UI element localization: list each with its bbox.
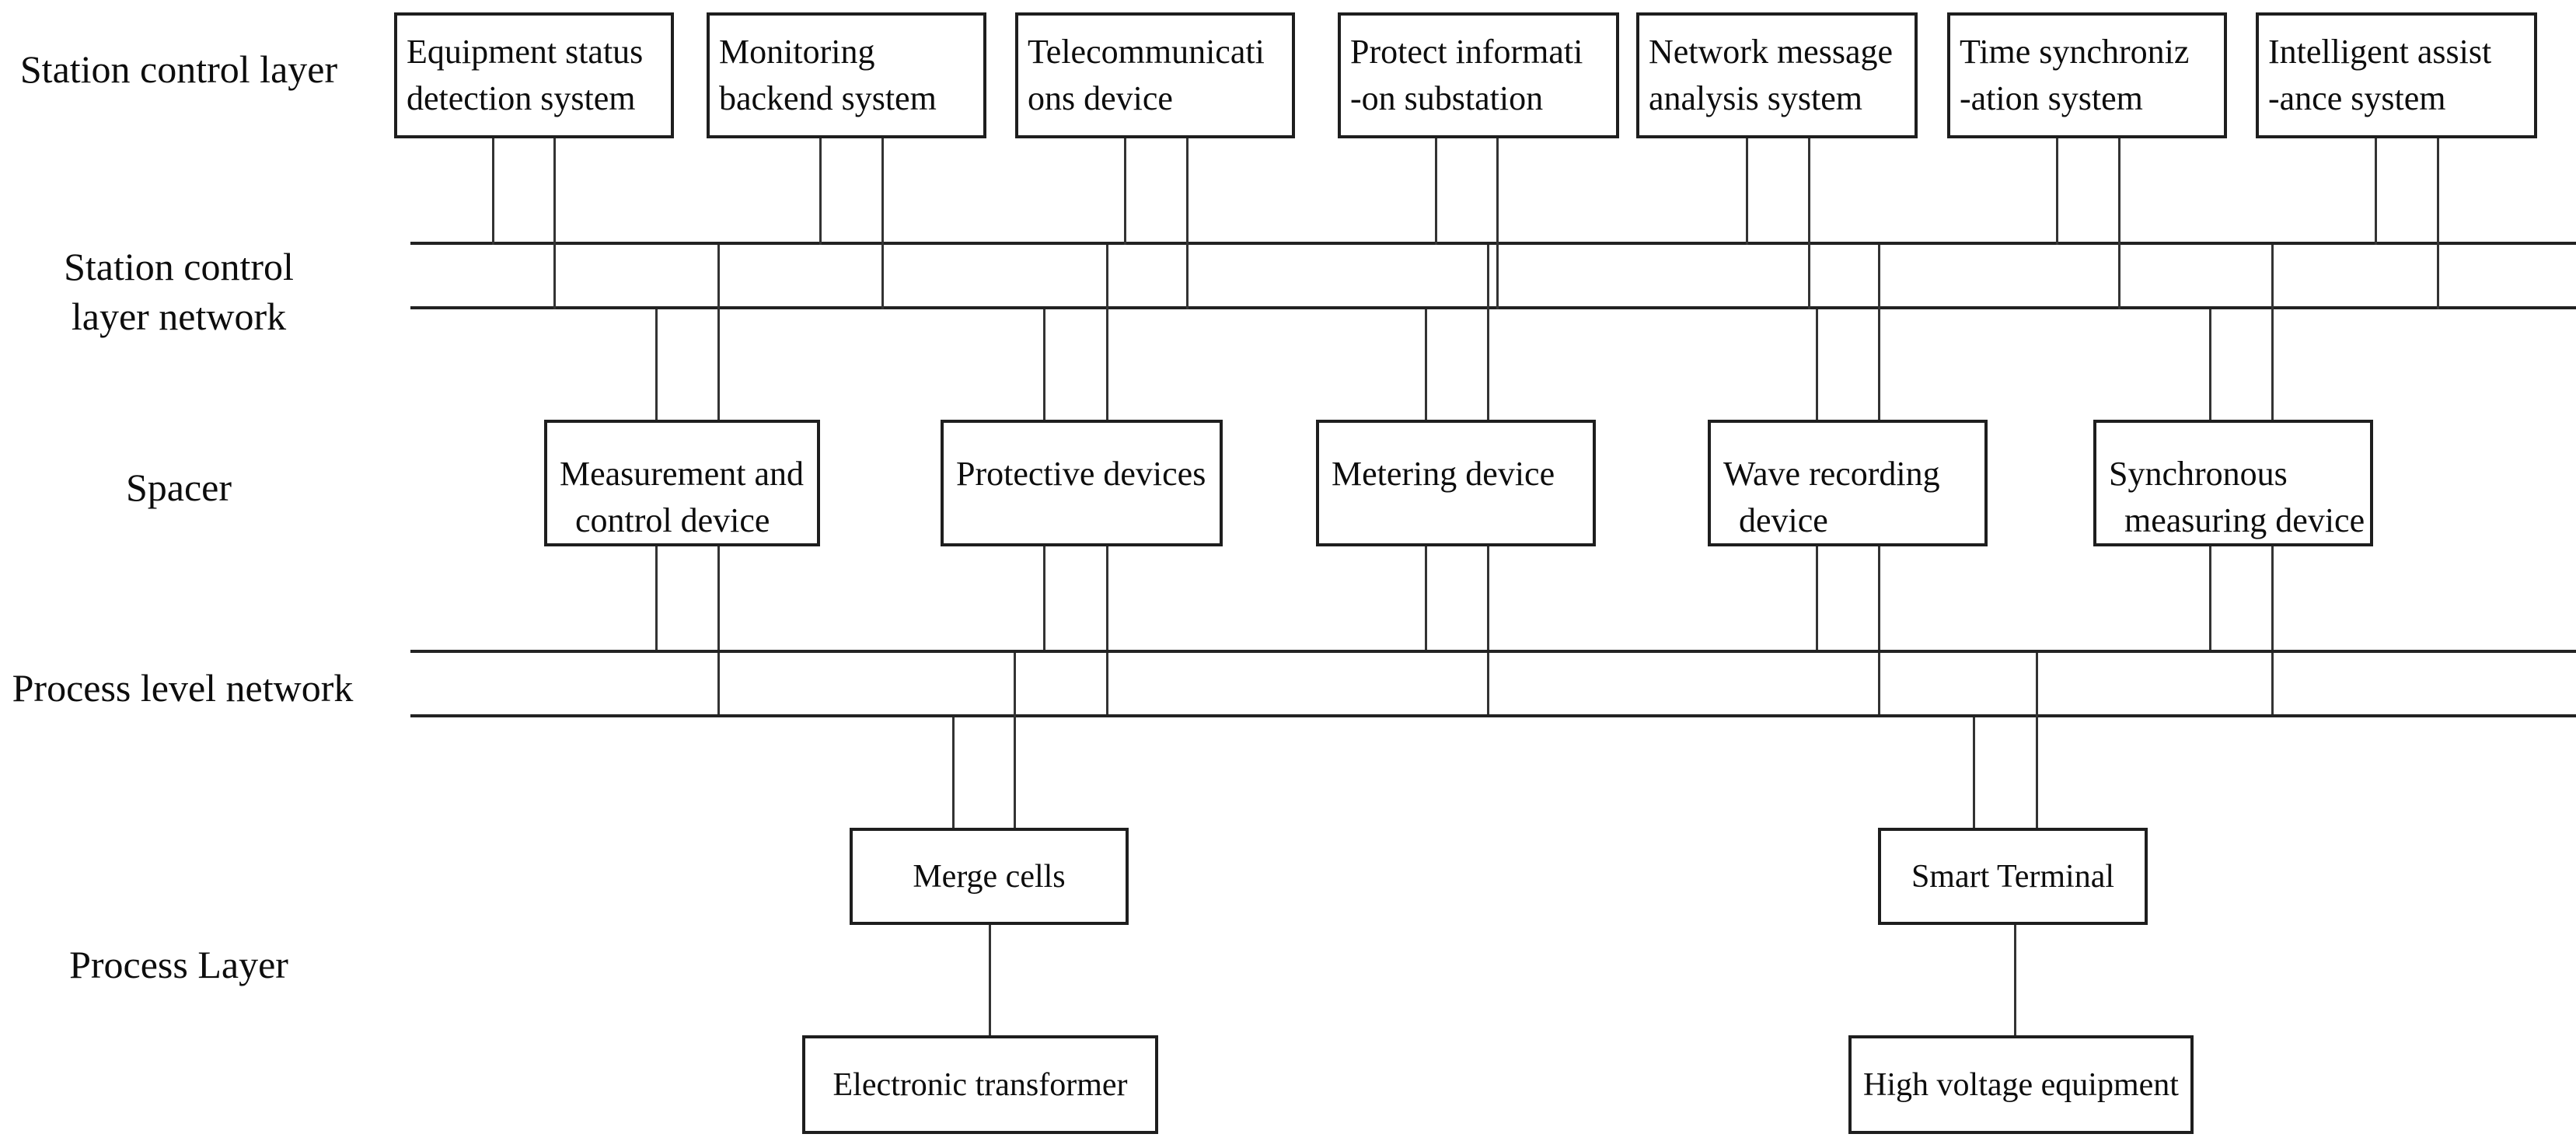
connector-line: [2375, 138, 2377, 245]
connector-line: [1043, 546, 1045, 653]
box-text: ons device: [1028, 79, 1173, 117]
box-text: measuring device: [2124, 501, 2365, 539]
connector-line: [881, 138, 884, 309]
connector-line: [1106, 245, 1108, 420]
box-text: High voltage equipment: [1863, 1066, 2179, 1103]
process-bus-line-upper: [410, 650, 2576, 653]
box-text: Merge cells: [913, 858, 1066, 895]
connector-line: [553, 138, 556, 309]
connector-line: [1124, 138, 1126, 245]
box-text: Network message: [1649, 33, 1894, 71]
box-intelligent-assistance: Intelligent assist -ance system: [2256, 12, 2537, 138]
box-text: Metering device: [1332, 455, 1555, 493]
connector-line: [2271, 245, 2274, 420]
label-station-control-layer-network: Station control layer network: [0, 242, 358, 341]
connector-line: [819, 138, 822, 245]
box-equipment-status-detection: Equipment status detection system: [394, 12, 674, 138]
box-text: Protect informati: [1350, 33, 1583, 71]
box-text: -ation system: [1960, 79, 2143, 117]
connector-line: [1186, 138, 1189, 309]
connector-line: [989, 925, 991, 1035]
box-merge-cells: Merge cells: [850, 828, 1129, 925]
connector-line: [2036, 653, 2038, 828]
connector-line: [1496, 138, 1499, 309]
box-text: Telecommunicati: [1028, 33, 1265, 71]
connector-line: [2209, 309, 2211, 420]
box-text: backend system: [719, 79, 937, 117]
connector-line: [717, 245, 720, 420]
box-protect-information-substation: Protect informati -on substation: [1338, 12, 1619, 138]
label-station-control-layer: Station control layer: [19, 47, 338, 91]
connector-line: [1043, 309, 1045, 420]
box-text: detection system: [407, 79, 636, 117]
connector-line: [1878, 546, 1880, 717]
box-text: control device: [575, 501, 770, 539]
connector-line: [1014, 653, 1016, 828]
box-electronic-transformer: Electronic transformer: [802, 1035, 1158, 1134]
box-text: Monitoring: [719, 33, 875, 71]
connector-line: [492, 138, 494, 245]
box-measurement-control-device: Measurement and control device: [544, 420, 820, 546]
station-bus-line-lower: [410, 306, 2576, 309]
station-bus-line-upper: [410, 242, 2576, 245]
box-high-voltage-equipment: High voltage equipment: [1848, 1035, 2194, 1134]
connector-line: [952, 717, 955, 828]
label-spacer: Spacer: [125, 466, 232, 509]
connector-line: [1816, 546, 1818, 653]
label-process-level-network: Process level network: [12, 666, 354, 710]
connector-line: [1425, 309, 1427, 420]
connector-line: [1487, 245, 1489, 420]
connector-line: [1878, 245, 1880, 420]
connector-line: [1106, 546, 1108, 717]
label-station-network-line1: Station control: [64, 245, 294, 288]
connector-line: [2118, 138, 2120, 309]
box-text: Time synchroniz: [1960, 33, 2190, 71]
box-text: -ance system: [2268, 79, 2446, 117]
box-text: Wave recording: [1723, 455, 1940, 493]
box-metering-device: Metering device: [1316, 420, 1596, 546]
box-synchronous-measuring-device: Synchronous measuring device: [2093, 420, 2373, 546]
connector-line: [2209, 546, 2211, 653]
box-time-synchronization: Time synchroniz -ation system: [1947, 12, 2227, 138]
box-smart-terminal: Smart Terminal: [1878, 828, 2148, 925]
box-text: Electronic transformer: [832, 1066, 1128, 1103]
box-protective-devices: Protective devices: [941, 420, 1223, 546]
box-text: Equipment status: [407, 33, 644, 71]
box-text: Synchronous: [2109, 455, 2288, 493]
connector-line: [655, 309, 658, 420]
box-text: -on substation: [1350, 79, 1544, 117]
connector-line: [1425, 546, 1427, 653]
label-station-network-line2: layer network: [71, 295, 287, 338]
connector-line: [1746, 138, 1748, 245]
process-bus-line-lower: [410, 714, 2576, 717]
box-network-message-analysis: Network message analysis system: [1636, 12, 1918, 138]
box-text: Measurement and: [560, 455, 804, 493]
box-text: Protective devices: [956, 455, 1206, 493]
connector-line: [2437, 138, 2439, 309]
box-text: Smart Terminal: [1911, 858, 2115, 895]
box-text: device: [1739, 501, 1828, 539]
connector-line: [2056, 138, 2058, 245]
connector-line: [2014, 925, 2016, 1035]
box-wave-recording-device: Wave recording device: [1708, 420, 1988, 546]
connector-line: [1487, 546, 1489, 717]
connector-line: [1816, 309, 1818, 420]
box-telecommunications-device: Telecommunicati ons device: [1015, 12, 1295, 138]
box-monitoring-backend: Monitoring backend system: [707, 12, 986, 138]
connector-line: [2271, 546, 2274, 717]
label-process-layer: Process Layer: [69, 943, 288, 986]
connector-line: [1435, 138, 1437, 245]
connector-line: [655, 546, 658, 653]
connector-line: [1808, 138, 1810, 309]
box-text: analysis system: [1649, 79, 1862, 117]
connector-line: [717, 546, 720, 717]
box-text: Intelligent assist: [2268, 33, 2492, 71]
connector-line: [1973, 717, 1975, 828]
